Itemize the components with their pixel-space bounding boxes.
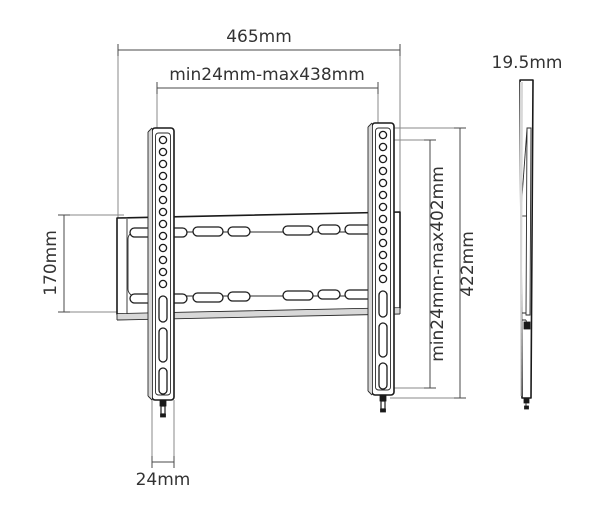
dimension-vesa-height-range: min24mm-max402mm bbox=[390, 139, 448, 389]
label-vesa-width-range: min24mm-max438mm bbox=[169, 65, 365, 85]
dimension-rail-width: 24mm bbox=[136, 400, 191, 490]
left-rail-holes bbox=[158, 135, 168, 289]
label-overall-height: 422mm bbox=[458, 231, 478, 297]
dimension-overall-height: 422mm bbox=[390, 127, 478, 399]
label-plate-height: 170mm bbox=[41, 230, 61, 296]
right-vertical-rail bbox=[367, 122, 395, 413]
left-vertical-rail bbox=[147, 127, 175, 418]
dimension-vesa-width-range: min24mm-max438mm bbox=[156, 65, 379, 128]
label-rail-width: 24mm bbox=[136, 470, 191, 490]
dimension-plate-height: 170mm bbox=[41, 214, 124, 313]
dimension-overall-width: 465mm bbox=[117, 27, 401, 232]
left-rail-bottom-screw bbox=[159, 399, 167, 418]
side-view-bottom-screw bbox=[523, 397, 530, 410]
right-rail-slots bbox=[378, 290, 388, 390]
right-rail-holes bbox=[378, 130, 388, 284]
label-side-depth: 19.5mm bbox=[492, 53, 563, 73]
label-vesa-height-range: min24mm-max402mm bbox=[428, 166, 448, 362]
left-rail-slots bbox=[158, 295, 168, 395]
label-overall-width: 465mm bbox=[226, 27, 292, 47]
right-rail-bottom-screw bbox=[379, 394, 387, 413]
side-view: 19.5mm bbox=[492, 53, 563, 410]
